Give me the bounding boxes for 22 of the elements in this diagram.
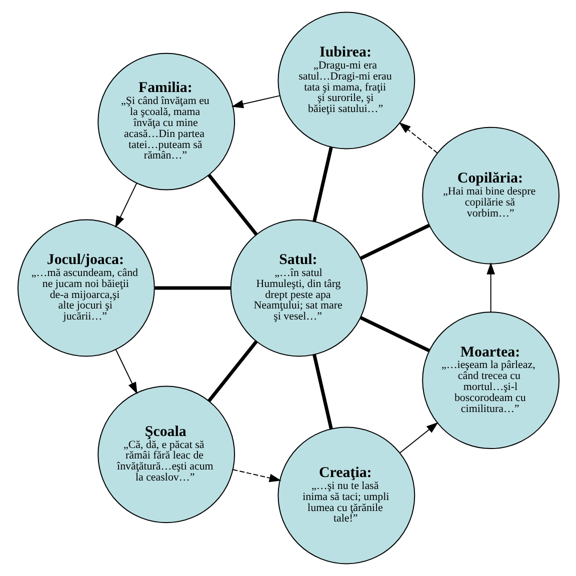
connector	[359, 316, 430, 352]
arrow	[232, 469, 281, 482]
node-circle: Creaţia: „…şi nu te lasă inima să taci; umpli lumea cu ţărănile tale!”	[277, 426, 415, 564]
connector	[312, 354, 332, 430]
node-circle: Satul: „…în satul Humuleşti, din târg drept peste apa Neamţului; sat mare şi vesel…”	[230, 219, 368, 357]
arrow	[114, 349, 137, 394]
arrow	[114, 182, 137, 228]
node-circle: Familia: „Şi când învăţam eu la şcoală, mama învăţa cu mine acasă…Din partea tatei…puteam să rămân…”	[97, 52, 235, 190]
connector	[207, 174, 258, 236]
node-circle: Iubirea: „Dragu-mi era satul…Dragi-mi erau tata şi mama, fraţii şi surorile, şi băieţii satului…”	[277, 12, 415, 150]
arrow	[486, 262, 494, 313]
node-circle: Şcoala „Că, dă, e păcat să rămâi fără leac de învăţătură…eşti acum la ceaslov…”	[97, 386, 235, 524]
node-circle: Moartea: „…ieşeam la pârleaz, când trecea cu mortul…şi-l boscorodeam cu cimilitura…”	[422, 312, 560, 450]
connector	[312, 146, 332, 222]
connector	[359, 224, 430, 260]
arrow	[398, 422, 438, 454]
node-circle: Copilăria: „Hai mai bine despre copilărie să vorbim…”	[422, 126, 560, 264]
connector	[154, 286, 230, 290]
arrow	[230, 95, 280, 108]
node-circle: Jocul/joaca: „…mă ascundeam, când ne jucam noi băieţii de-a mijoarca,şi alte jocuri şi jucării…”	[16, 219, 154, 357]
connector	[207, 340, 258, 402]
arrow	[398, 122, 438, 154]
